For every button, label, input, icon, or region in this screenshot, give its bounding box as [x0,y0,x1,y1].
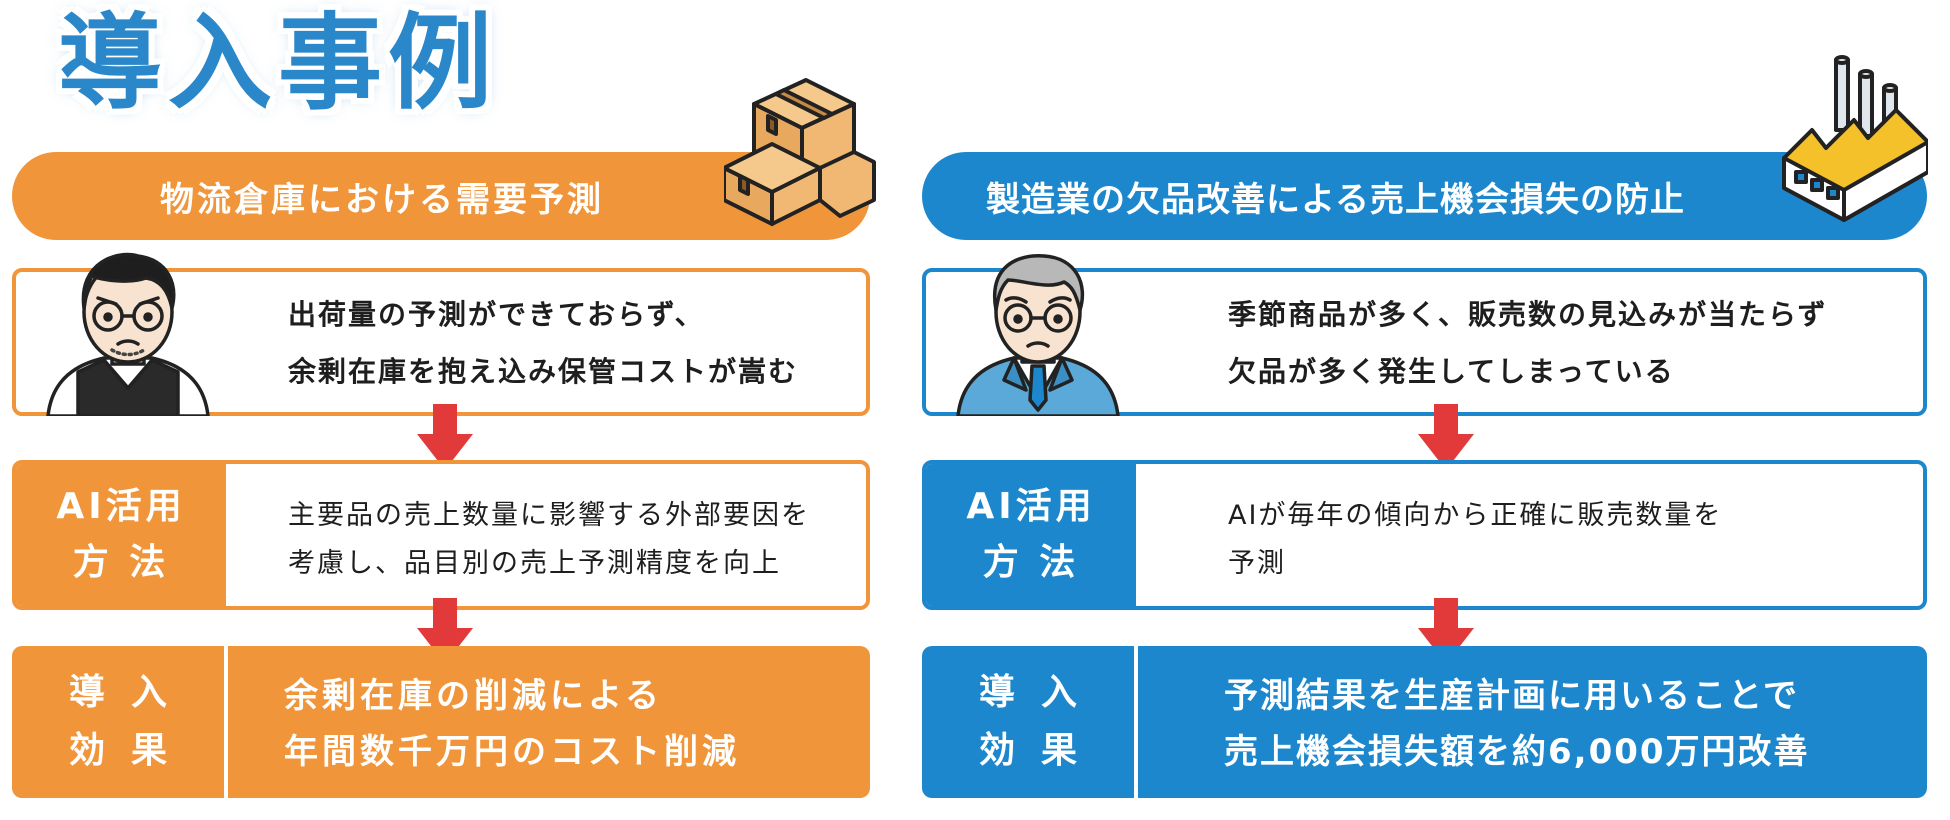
method-line: 主要品の売上数量に影響する外部要因を [288,500,810,531]
label-line: 導入 [68,672,193,713]
problem-text: 出荷量の予測ができておらず、 余剰在庫を抱え込み保管コストが嵩む [288,286,798,400]
case-header-text: 物流倉庫における需要予測 [160,179,604,220]
method-line: AIが毎年の傾向から正確に販売数量を [1228,500,1723,531]
down-arrow-icon [1418,598,1474,664]
problem-text: 季節商品が多く、販売数の見込みが当たらず 欠品が多く発生してしまっている [1228,286,1827,400]
effect-box: 導入 効果 余剰在庫の削減による 年間数千万円のコスト削減 [12,646,870,798]
ai-method-text: AIが毎年の傾向から正確に販売数量を 予測 [1228,492,1722,588]
label-line: 方 法 [72,542,170,583]
down-arrow-icon [1418,404,1474,470]
problem-line: 余剰在庫を抱え込み保管コストが嵩む [288,355,799,388]
label-line: AI活用 [966,486,1096,527]
label-line: 方 法 [982,542,1080,583]
problem-line: 季節商品が多く、販売数の見込みが当たらず [1228,298,1828,331]
down-arrow-icon [417,598,473,664]
cardboard-boxes-icon [724,78,876,226]
label-line: 導入 [978,672,1103,713]
ai-method-box: AI活用 方 法 主要品の売上数量に影響する外部要因を 考慮し、品目別の売上予測… [12,460,870,610]
case-header: 製造業の欠品改善による売上機会損失の防止 [922,152,1927,240]
effect-line: 年間数千万円のコスト削減 [284,732,740,772]
problem-box: 出荷量の予測ができておらず、 余剰在庫を抱え込み保管コストが嵩む [12,252,870,416]
ai-method-text: 主要品の売上数量に影響する外部要因を 考慮し、品目別の売上予測精度を向上 [288,492,810,588]
effect-line: 予測結果を生産計画に用いることで [1224,676,1799,716]
worried-elderly-man-icon [956,254,1120,416]
effect-text: 予測結果を生産計画に用いることで 売上機会損失額を約6,000万円改善 [1224,668,1810,780]
label-line: AI活用 [56,486,186,527]
effect-line: 余剰在庫の削減による [284,676,663,716]
effect-label: 導入 効果 [922,646,1134,798]
effect-line: 売上機会損失額を約6,000万円改善 [1224,732,1810,772]
case-card-logistics: 物流倉庫における需要予測 [12,0,876,820]
case-card-manufacturing: 製造業の欠品改善による売上機会損失の防止 [922,0,1928,820]
down-arrow-icon [417,404,473,470]
problem-line: 出荷量の予測ができておらず、 [288,298,705,331]
ai-method-box: AI活用 方 法 AIが毎年の傾向から正確に販売数量を 予測 [922,460,1927,610]
case-header-text: 製造業の欠品改善による売上機会損失の防止 [986,179,1685,220]
ai-method-label: AI活用 方 法 [16,464,226,606]
page-title: 導入事例 [58,2,499,124]
method-line: 考慮し、品目別の売上予測精度を向上 [288,548,781,579]
worried-man-with-glasses-icon [46,252,210,416]
effect-box: 導入 効果 予測結果を生産計画に用いることで 売上機会損失額を約6,000万円改… [922,646,1927,798]
problem-box: 季節商品が多く、販売数の見込みが当たらず 欠品が多く発生してしまっている [922,254,1927,416]
problem-line: 欠品が多く発生してしまっている [1228,355,1675,388]
label-line: 効果 [68,730,193,771]
effect-label: 導入 効果 [12,646,224,798]
divider [1134,646,1138,798]
ai-method-label: AI活用 方 法 [926,464,1136,606]
label-line: 効果 [978,730,1103,771]
divider [224,646,228,798]
factory-icon [1782,55,1928,222]
effect-text: 余剰在庫の削減による 年間数千万円のコスト削減 [284,668,740,780]
method-line: 予測 [1228,548,1286,579]
